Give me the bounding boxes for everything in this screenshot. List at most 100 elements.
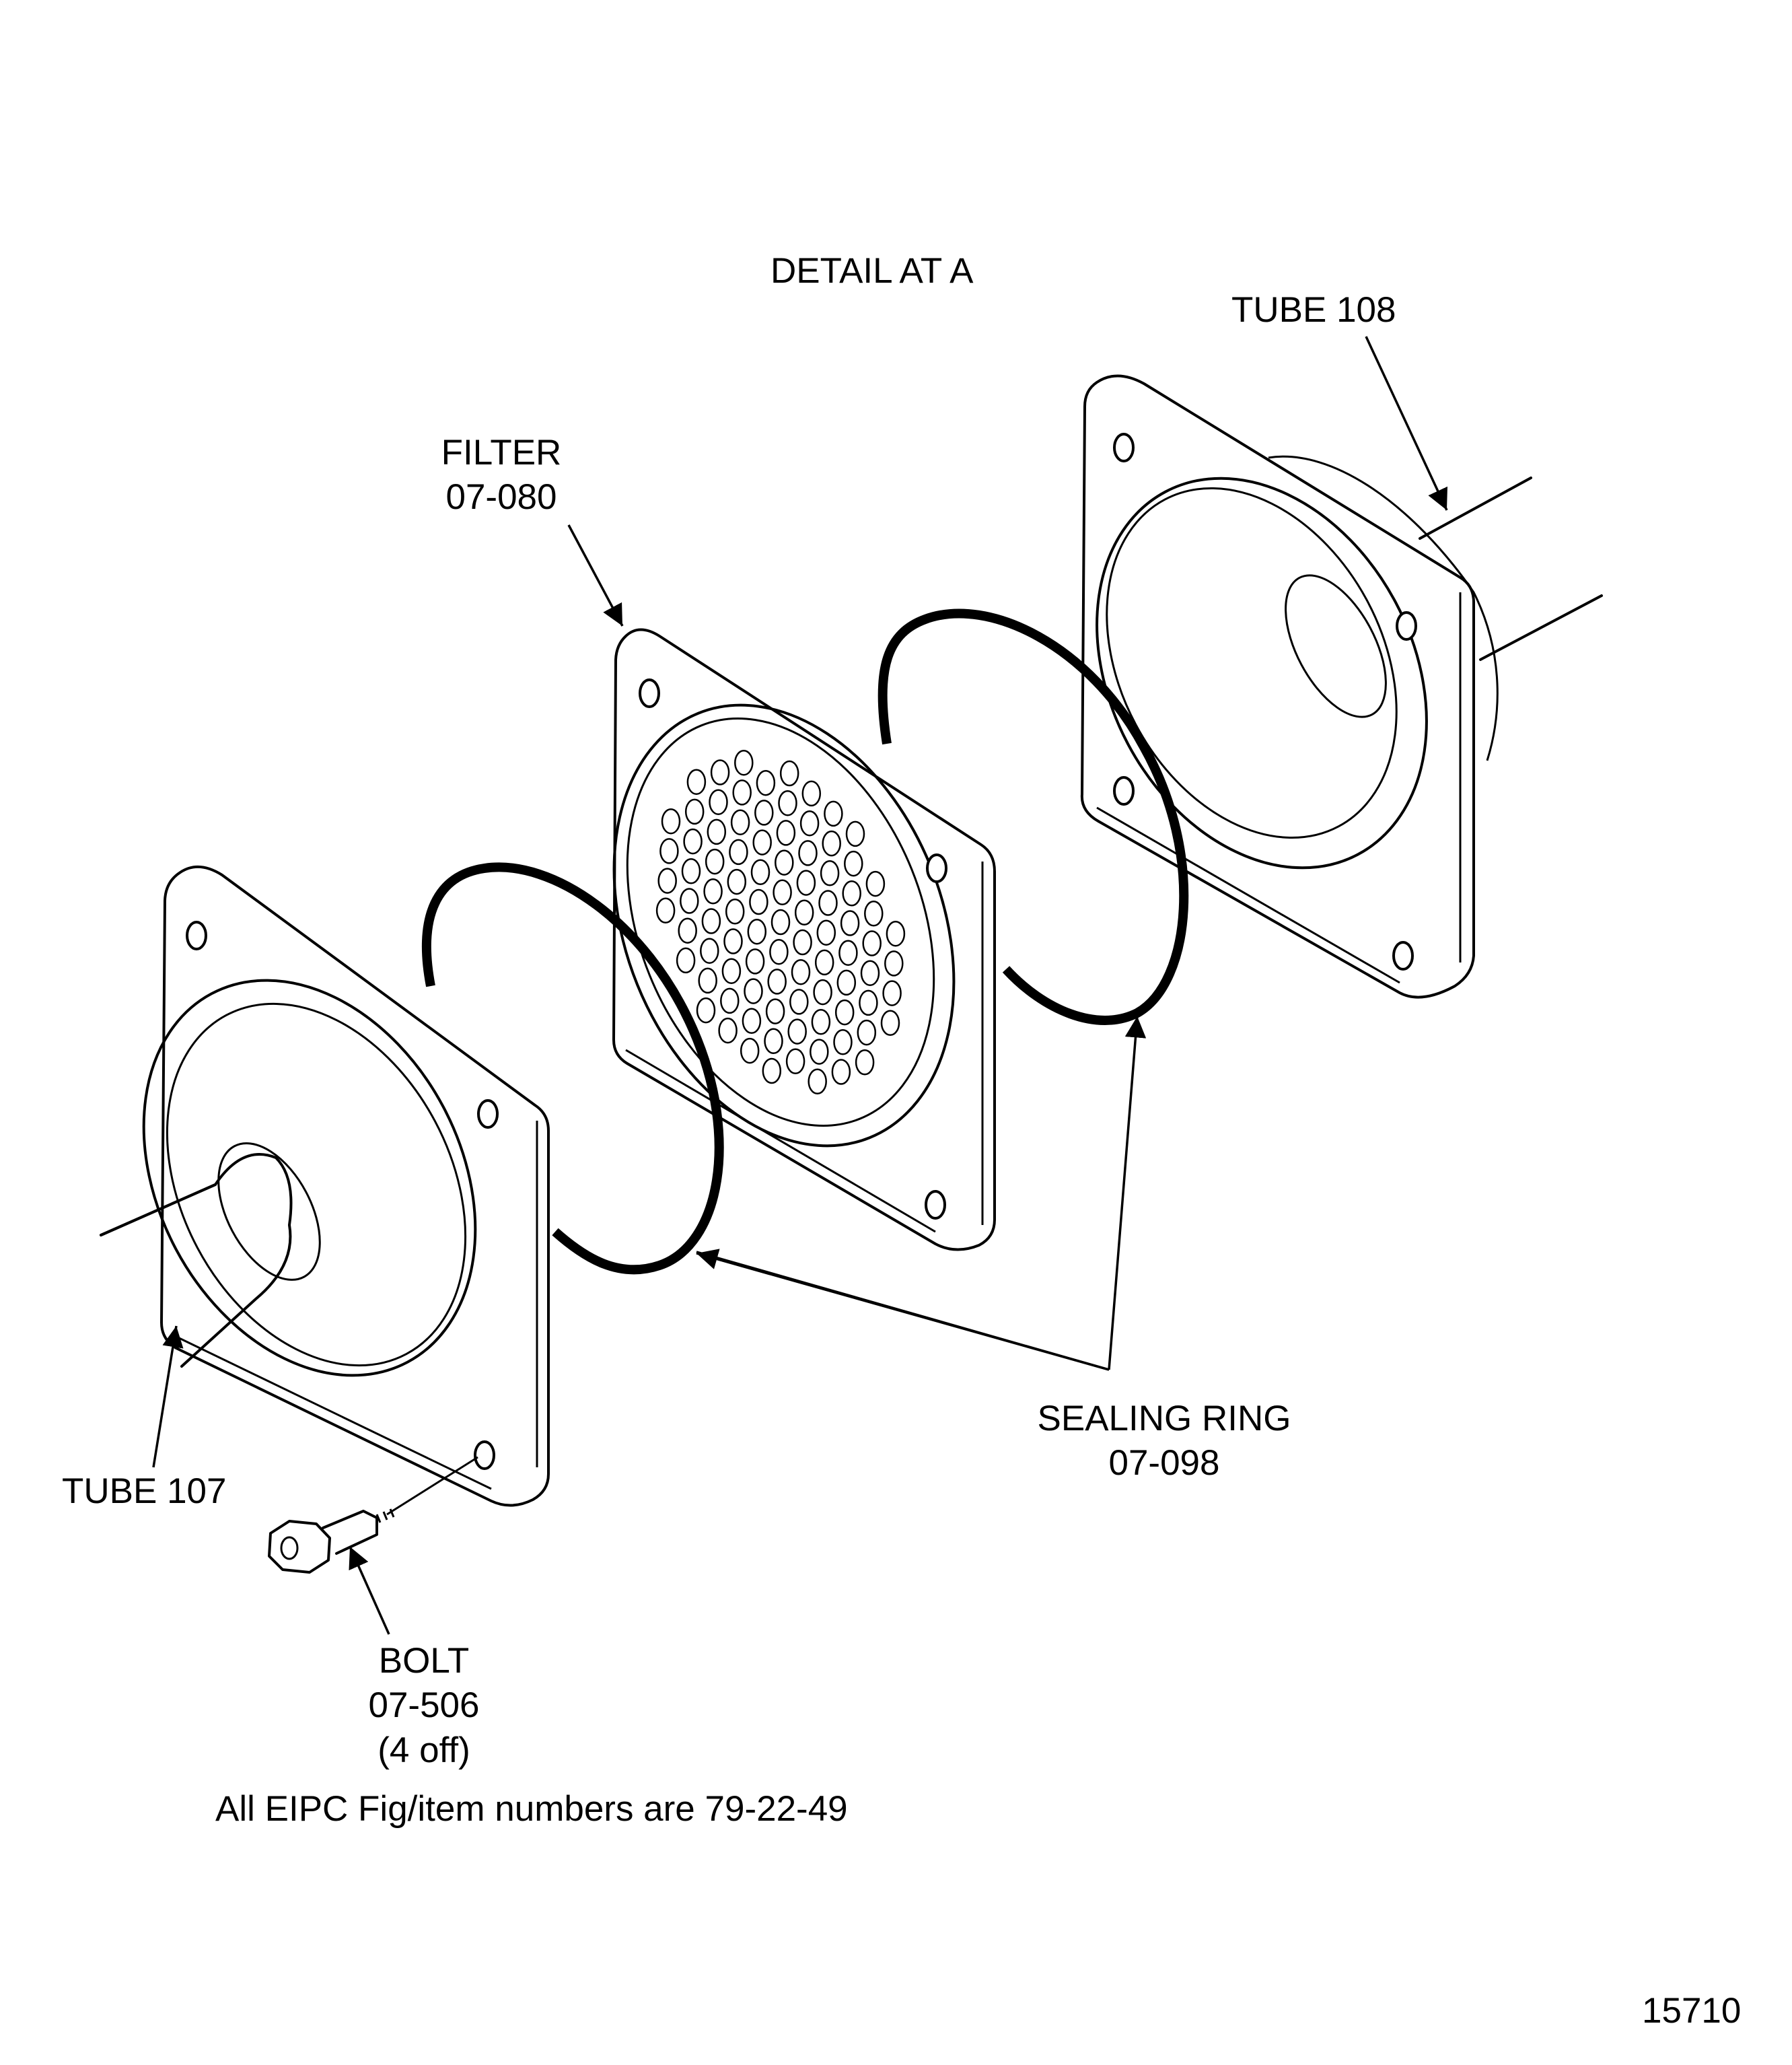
filter-perforation-hole bbox=[764, 1028, 783, 1055]
filter-perforation-hole bbox=[732, 779, 752, 806]
label-tube-108: TUBE 108 bbox=[1231, 288, 1396, 332]
label-sealing-ring: SEALING RING 07-098 bbox=[1026, 1397, 1302, 1486]
label-bolt-line-2: 07-506 bbox=[368, 1685, 480, 1726]
filter-perforation-hole bbox=[749, 888, 768, 915]
filter-perforation-hole bbox=[860, 960, 880, 986]
filter-perforation-hole bbox=[862, 930, 882, 956]
filter-perforation-hole bbox=[859, 989, 878, 1016]
filter-perforation-hole bbox=[818, 890, 838, 916]
filter-perforation-hole bbox=[820, 860, 840, 886]
diagram-title: DETAIL AT A bbox=[770, 249, 973, 293]
filter-perforation-hole bbox=[767, 969, 787, 995]
filter-perforation-hole bbox=[798, 840, 818, 866]
filter-perforation-hole bbox=[796, 870, 816, 896]
filter-perforation-hole bbox=[710, 759, 730, 785]
footnote-text: All EIPC Fig/item numbers are 79-22-49 bbox=[215, 1789, 848, 1829]
filter-perforation-hole bbox=[811, 1009, 831, 1035]
filter-perforation-hole bbox=[810, 1039, 829, 1065]
filter-perforation-hole bbox=[824, 800, 843, 827]
filter-perforation-hole bbox=[836, 969, 857, 996]
filter-perforation-hole bbox=[775, 849, 794, 876]
filter-perforation-hole bbox=[794, 899, 814, 926]
filter-perforation-hole bbox=[816, 919, 836, 946]
label-bolt-line-3: (4 off) bbox=[378, 1730, 470, 1770]
label-tube-108-line-1: TUBE 108 bbox=[1231, 290, 1396, 330]
filter-perforation-hole bbox=[776, 820, 796, 846]
filter-perforation-hole bbox=[845, 820, 865, 847]
filter-perforation-hole bbox=[756, 769, 776, 796]
filter-perforation-hole bbox=[833, 1029, 853, 1055]
filter-perforation-hole bbox=[787, 1018, 807, 1045]
filter-perforation-hole bbox=[696, 997, 716, 1024]
filter-perforation-hole bbox=[742, 1008, 762, 1035]
filter-perforation-hole bbox=[747, 918, 767, 945]
figure-number-text: 15710 bbox=[1642, 1991, 1742, 2031]
diagram-title-text: DETAIL AT A bbox=[770, 251, 974, 291]
filter-perforation-hole bbox=[865, 870, 886, 897]
filter-perforation-hole bbox=[718, 1017, 738, 1044]
filter-perforation-hole bbox=[681, 858, 701, 884]
filter-perforation-hole bbox=[770, 909, 791, 936]
filter-perforation-hole bbox=[808, 1068, 827, 1095]
filter-perforation-hole bbox=[655, 897, 676, 924]
filter-perforation-hole bbox=[727, 868, 747, 895]
filter-perforation-hole bbox=[864, 901, 884, 927]
filter-perforation-hole bbox=[725, 899, 745, 925]
filter-perforation-hole bbox=[745, 948, 765, 975]
filter-perforation-hole bbox=[683, 828, 703, 855]
label-tube-107-line-1: TUBE 107 bbox=[62, 1471, 227, 1511]
filter-perforation-hole bbox=[799, 810, 820, 837]
filter-perforation-hole bbox=[700, 938, 719, 964]
filter-perforation-hole bbox=[744, 978, 763, 1004]
filter-perforation-hole bbox=[698, 967, 717, 994]
filter-perforation-hole bbox=[814, 949, 834, 976]
filter-perforation-hole bbox=[740, 1037, 760, 1064]
filter-perforation-hole bbox=[773, 879, 792, 906]
filter-perforation-hole bbox=[709, 789, 728, 815]
filter-perforation-hole bbox=[657, 868, 677, 894]
filter-perforation-hole bbox=[791, 958, 811, 985]
filter-perforation-hole bbox=[779, 760, 799, 787]
filter-plate bbox=[612, 628, 996, 1251]
label-bolt: BOLT 07-506 (4 off) bbox=[350, 1639, 498, 1773]
filter-perforation-hole bbox=[857, 1019, 877, 1046]
label-filter-line-2: 07-080 bbox=[445, 477, 557, 518]
filter-perforation-hole bbox=[723, 928, 743, 954]
filter-perforations bbox=[655, 749, 906, 1095]
filter-perforation-hole bbox=[855, 1049, 875, 1076]
filter-perforation-hole bbox=[684, 798, 705, 825]
filter-perforation-hole bbox=[762, 1057, 782, 1084]
filter-perforation-hole bbox=[707, 818, 727, 845]
bolt-07-506 bbox=[268, 1456, 478, 1574]
filter-perforation-hole bbox=[730, 809, 750, 835]
tube-108-flange bbox=[1080, 374, 1603, 999]
label-bolt-line-1: BOLT bbox=[378, 1641, 470, 1681]
label-sealing-ring-line-2: 07-098 bbox=[1108, 1443, 1220, 1483]
filter-perforation-hole bbox=[680, 888, 699, 914]
figure-number: 15710 bbox=[1642, 1989, 1741, 2033]
filter-perforation-hole bbox=[754, 800, 774, 826]
filter-perforation-hole bbox=[831, 1059, 851, 1085]
filter-perforation-hole bbox=[701, 908, 721, 934]
filter-perforation-hole bbox=[886, 920, 906, 947]
label-tube-107: TUBE 107 bbox=[62, 1469, 227, 1514]
filter-perforation-hole bbox=[884, 950, 904, 977]
filter-perforation-hole bbox=[729, 839, 748, 866]
filter-perforation-hole bbox=[734, 749, 754, 776]
filter-perforation-hole bbox=[834, 999, 855, 1026]
filter-perforation-hole bbox=[822, 830, 841, 857]
filter-perforation-hole bbox=[721, 958, 742, 984]
filter-perforation-hole bbox=[813, 979, 832, 1006]
filter-perforation-hole bbox=[778, 790, 797, 816]
filter-perforation-hole bbox=[838, 940, 858, 966]
filter-perforation-hole bbox=[720, 987, 740, 1014]
filter-perforation-hole bbox=[686, 769, 707, 795]
label-filter: FILTER 07-080 bbox=[434, 431, 569, 520]
label-sealing-ring-line-1: SEALING RING bbox=[1037, 1399, 1291, 1438]
sealing-ring-left bbox=[421, 862, 724, 1275]
filter-perforation-hole bbox=[785, 1048, 805, 1075]
filter-perforation-hole bbox=[661, 808, 681, 835]
leader-lines bbox=[152, 336, 1448, 1635]
filter-perforation-hole bbox=[676, 947, 696, 974]
